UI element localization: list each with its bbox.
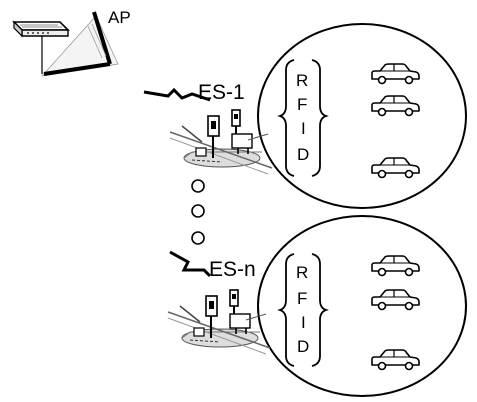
coverage-area-1 (257, 23, 467, 209)
rfid-letter: F (297, 289, 307, 308)
rfid-letter: D (297, 145, 309, 164)
rfid-letter: I (301, 119, 306, 138)
antenna-panel-icon (40, 11, 119, 77)
rfid-letter: I (301, 313, 306, 332)
access-point: AP (12, 8, 131, 77)
rfid-letter: R (296, 263, 308, 282)
rfid-bracket-left (277, 253, 295, 367)
rfid-bracket-right (311, 253, 329, 367)
station-1-label: ES-1 (198, 81, 245, 104)
wireless-link-icon (143, 87, 211, 102)
toll-plaza-icon (167, 289, 271, 355)
rfid-letter: R (296, 71, 308, 90)
rfid-bracket-left (277, 59, 295, 177)
rfid-letter: D (297, 337, 309, 356)
car-icon (371, 63, 420, 85)
ellipsis-dots (191, 179, 205, 245)
station-n: ES-n R F I D (167, 215, 467, 397)
car-icon (371, 349, 420, 371)
car-icon (371, 157, 420, 179)
station-n-label: ES-n (209, 258, 256, 281)
station-1: ES-1 R F I D (143, 23, 467, 209)
router-icon (12, 20, 70, 38)
rfid-bracket-right (311, 59, 329, 177)
toll-plaza-icon (169, 109, 273, 175)
access-point-label: AP (108, 8, 131, 27)
car-icon (371, 289, 420, 311)
car-icon (371, 95, 420, 117)
wireless-link-icon (169, 250, 212, 278)
coverage-area-n (257, 215, 467, 397)
rfid-letter: F (297, 95, 307, 114)
car-icon (371, 255, 420, 277)
